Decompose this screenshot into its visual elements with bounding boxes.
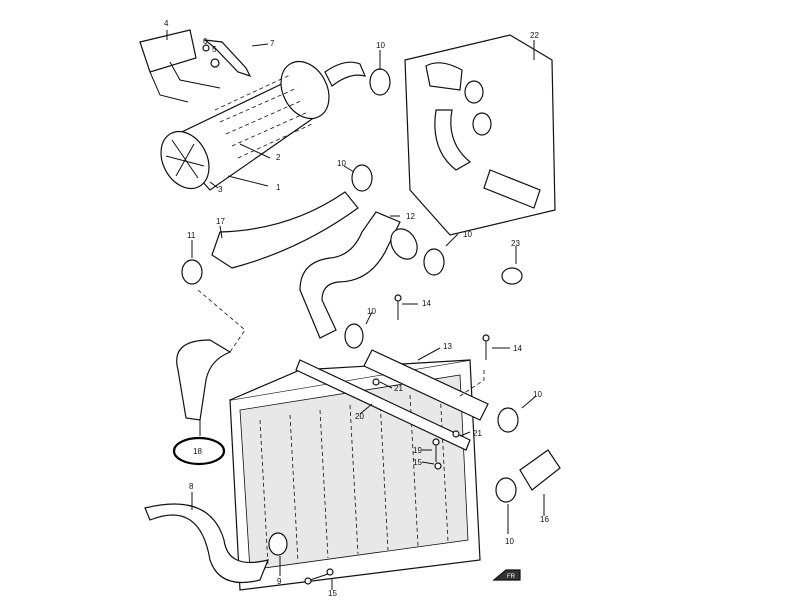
alignment-line xyxy=(197,289,246,353)
callout-10-d: 10 xyxy=(367,307,376,316)
callout-10-b: 10 xyxy=(337,159,346,168)
callout-17: 17 xyxy=(216,217,225,226)
pipe-9 xyxy=(144,503,269,584)
callout-10-c: 10 xyxy=(463,230,472,239)
pipe-16 xyxy=(176,339,232,421)
highlight-circle xyxy=(172,436,226,466)
callout-19: 19 xyxy=(413,446,422,455)
hose-12 xyxy=(299,211,401,339)
intercooler-fins xyxy=(259,389,449,566)
callout-4: 4 xyxy=(164,19,169,28)
hose-clamps xyxy=(181,68,523,556)
callout-labels: 4 6 5 7 10 22 2 1 3 10 12 17 11 10 23 14… xyxy=(164,19,549,598)
air-cleaner-outlet xyxy=(324,61,367,87)
callout-7: 7 xyxy=(270,39,275,48)
callout-16: 16 xyxy=(540,515,549,524)
mounting-bracket xyxy=(139,29,252,103)
callout-8: 8 xyxy=(189,482,194,491)
callout-5: 5 xyxy=(212,45,217,54)
bracket-20 xyxy=(295,359,471,451)
inset-box-22 xyxy=(404,34,556,236)
hose-17 xyxy=(211,191,359,269)
callout-11: 11 xyxy=(187,231,196,240)
air-cleaner xyxy=(160,60,330,191)
callout-12: 12 xyxy=(406,212,415,221)
pipe-13 xyxy=(363,349,489,421)
callout-10-f: 10 xyxy=(505,537,514,546)
callout-3: 3 xyxy=(218,185,223,194)
air-cleaner-perforation xyxy=(214,74,313,159)
callout-21-b: 21 xyxy=(473,429,482,438)
callout-9: 9 xyxy=(277,577,282,586)
callout-21-a: 21 xyxy=(394,384,403,393)
callout-18: 18 xyxy=(193,447,202,456)
pipe-16-lower xyxy=(519,449,561,491)
callout-15-a: 15 xyxy=(413,458,422,467)
callout-22: 22 xyxy=(530,31,539,40)
alignment-line xyxy=(459,370,485,397)
svg-text:FR: FR xyxy=(507,574,516,580)
callout-13: 13 xyxy=(443,342,452,351)
bolts xyxy=(304,294,490,585)
leader-lines xyxy=(166,30,545,590)
callout-1: 1 xyxy=(276,183,281,192)
callout-2: 2 xyxy=(276,153,281,162)
front-direction-arrow: FR xyxy=(492,569,521,581)
callout-14-a: 14 xyxy=(422,299,431,308)
callout-20: 20 xyxy=(355,412,364,421)
callout-15-b: 15 xyxy=(328,589,337,598)
callout-6: 6 xyxy=(203,37,208,46)
callout-23: 23 xyxy=(511,239,520,248)
callout-10-a: 10 xyxy=(376,41,385,50)
callout-14-b: 14 xyxy=(513,344,522,353)
callout-10-e: 10 xyxy=(533,390,542,399)
